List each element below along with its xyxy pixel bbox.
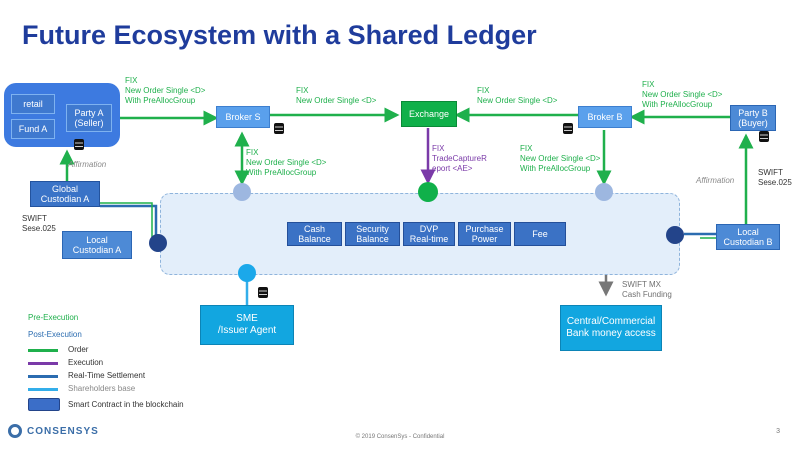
legend-execution-swatch [28,362,58,365]
database-icon [74,139,84,150]
ledger-node-broker-b [595,183,613,201]
central-bank-node[interactable]: Central/Commercial Bank money access [560,305,662,351]
local-custodian-b-node[interactable]: Local Custodian B [716,224,780,250]
label-swift-a: SWIFT Sese.025 [22,214,56,233]
ledger-item-purchase-power[interactable]: Purchase Power [458,222,511,246]
ledger-item-cash-balance[interactable]: Cash Balance [287,222,342,246]
local-custodian-a-node[interactable]: Local Custodian A [62,231,132,259]
legend-settlement-label: Real-Time Settlement [68,371,146,380]
retail-node[interactable]: retail [11,94,55,114]
legend-shareholders-label: Shareholders base [68,384,136,393]
exchange-node[interactable]: Exchange [401,101,457,127]
database-icon [258,287,268,298]
label-fix-party-a-broker-s: FIX New Order Single <D> With PreAllocGr… [125,76,206,105]
legend-shareholders-swatch [28,388,58,391]
page-title: Future Ecosystem with a Shared Ledger [22,20,537,50]
copyright: © 2019 ConsenSys - Confidential [355,434,445,440]
ledger-node-exchange [418,182,438,202]
ledger-item-fee[interactable]: Fee [514,222,566,246]
order-line-custodian-a [100,202,153,237]
label-swift-b: SWIFT Sese.025 [758,168,792,187]
ledger-item-security-balance[interactable]: Security Balance [345,222,400,246]
label-swift-mx: SWIFT MX Cash Funding [622,280,672,299]
global-custodian-a-node[interactable]: Global Custodian A [30,181,100,207]
broker-s-node[interactable]: Broker S [216,106,270,128]
settlement-line-a [100,204,158,242]
database-icon [274,123,284,134]
label-fix-broker-b-exchange: FIX New Order Single <D> [477,86,558,105]
consensys-logo-icon [8,424,22,438]
ledger-node-custodian-a [149,234,167,252]
legend-settlement-swatch [28,375,58,378]
legend-order-label: Order [68,345,89,354]
party-a-node[interactable]: Party A (Seller) [66,104,112,132]
label-fix-party-b-broker-b: FIX New Order Single <D> With PreAllocGr… [642,80,723,109]
legend-smart-contract-swatch [28,398,60,411]
ledger-node-broker-s [233,183,251,201]
ledger-node-sme [238,264,256,282]
label-affirmation-a: Affirmation [68,160,107,169]
legend-order-swatch [28,349,58,352]
label-affirmation-b: Affirmation [696,176,735,185]
label-fix-broker-s-ledger: FIX New Order Single <D> With PreAllocGr… [246,148,327,177]
label-fix-exchange-ledger: FIX TradeCaptureR eport <AE> [432,144,487,173]
legend-post-execution: Post-Execution [28,330,82,339]
ledger-item-dvp[interactable]: DVP Real-time [403,222,455,246]
label-fix-broker-s-exchange: FIX New Order Single <D> [296,86,377,105]
consensys-logo: CONSENSYS [8,424,99,438]
database-icon [759,131,769,142]
legend-smart-contract-label: Smart Contract in the blockchain [68,400,184,409]
page-number: 3 [776,428,780,435]
fund-a-node[interactable]: Fund A [11,119,55,139]
party-b-node[interactable]: Party B (Buyer) [730,105,776,131]
legend-execution-label: Execution [68,358,104,367]
legend-pre-execution: Pre-Execution [28,313,79,322]
broker-b-node[interactable]: Broker B [578,106,632,128]
consensys-logo-text: CONSENSYS [27,425,99,437]
database-icon [563,123,573,134]
sme-issuer-agent-node[interactable]: SME /Issuer Agent [200,305,294,345]
ledger-node-custodian-b [666,226,684,244]
label-fix-broker-b-ledger: FIX New Order Single <D> With PreAllocGr… [520,144,601,173]
